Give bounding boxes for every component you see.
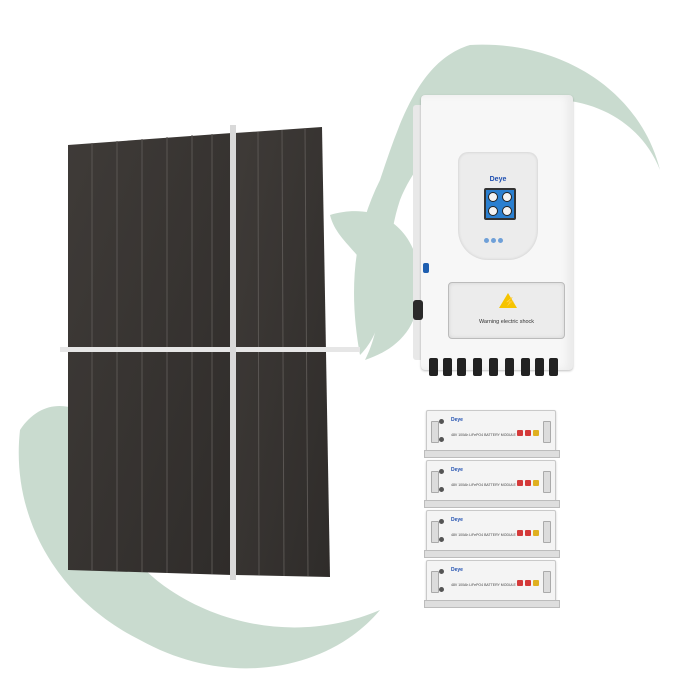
battery-brand-logo: Deye xyxy=(451,467,463,473)
battery-module-2: Deye 48V 100Ah LiFePO4 BATTERY MODULE xyxy=(424,460,560,508)
battery-module-4: Deye 48V 100Ah LiFePO4 BATTERY MODULE xyxy=(424,560,560,608)
inverter-warning-label: Warning electric shock xyxy=(478,319,535,325)
inverter-lcd-screen xyxy=(484,188,516,220)
panel-center-bar xyxy=(60,347,360,352)
battery-model-label: 48V 100Ah LiFePO4 BATTERY MODULE xyxy=(451,583,516,587)
swoosh-center xyxy=(330,211,420,360)
inverter-buttons xyxy=(484,230,514,243)
battery-model-label: 48V 100Ah LiFePO4 BATTERY MODULE xyxy=(451,433,516,437)
panel-cell-lines xyxy=(91,127,309,577)
battery-brand-logo: Deye xyxy=(451,417,463,423)
inverter-indicator xyxy=(423,263,429,273)
battery-module-1: Deye 48V 100Ah LiFePO4 BATTERY MODULE xyxy=(424,410,560,458)
battery-brand-logo: Deye xyxy=(451,517,463,523)
inverter-side xyxy=(413,105,423,360)
inverter-display-panel: Deye xyxy=(458,152,538,260)
battery-module-3: Deye 48V 100Ah LiFePO4 BATTERY MODULE xyxy=(424,510,560,558)
solar-panel-graphic xyxy=(60,125,360,580)
warning-triangle-icon xyxy=(499,293,517,308)
solar-panel xyxy=(60,115,365,585)
panel-split-gap xyxy=(230,125,236,580)
lightning-bolt-icon: ⚡ xyxy=(504,297,516,307)
inverter-brand-logo: Deye xyxy=(489,176,507,183)
inverter-terminal-cover: ⚡ Warning electric shock xyxy=(448,282,565,339)
swoosh-left xyxy=(18,406,380,669)
hybrid-inverter: Deye ⚡ Warning electric shock xyxy=(413,95,573,380)
inverter-connectors xyxy=(425,358,575,383)
battery-brand-logo: Deye xyxy=(451,567,463,573)
inverter-switch-knob xyxy=(413,300,423,320)
panel-left-half xyxy=(68,133,232,575)
battery-model-label: 48V 100Ah LiFePO4 BATTERY MODULE xyxy=(451,533,516,537)
battery-model-label: 48V 100Ah LiFePO4 BATTERY MODULE xyxy=(451,483,516,487)
